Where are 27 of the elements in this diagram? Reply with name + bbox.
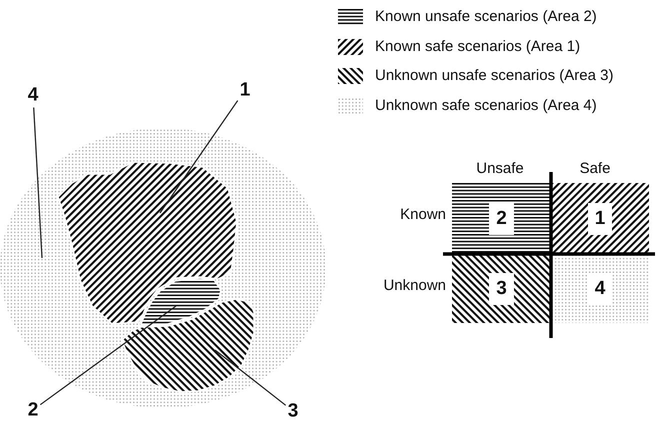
quadrant-number: 3 <box>489 272 514 304</box>
striped-quadrant <box>452 183 551 254</box>
horizontal-striped-region <box>140 277 222 327</box>
legend-label: Known safe scenarios (Area 1) <box>375 38 580 56</box>
callout-number: 4 <box>28 84 38 106</box>
legend-label: Unknown safe scenarios (Area 4) <box>375 97 597 116</box>
legend-label: Known unsafe scenarios (Area 2) <box>375 8 597 26</box>
row-header: Known <box>400 206 446 224</box>
row-header: Unknown <box>383 277 446 295</box>
callout-number: 2 <box>28 400 38 420</box>
column-header: Unsafe <box>476 160 524 178</box>
leader-line <box>214 350 286 406</box>
leader-line <box>40 306 176 406</box>
leader-line <box>160 100 238 214</box>
diagonal-hatched-region <box>57 161 238 325</box>
hatched-quadrant <box>452 254 551 323</box>
quadrant-number: 1 <box>588 202 612 234</box>
quadrant-number: 2 <box>489 202 514 234</box>
column-header: Safe <box>580 160 610 178</box>
leader-line <box>33 107 43 258</box>
diagonal-hatched-region <box>121 298 255 393</box>
quadrant-number: 4 <box>588 272 612 304</box>
hatched-quadrant <box>551 183 649 254</box>
callout-number: 3 <box>288 400 298 422</box>
legend-label: Unknown unsafe scenarios (Area 3) <box>375 67 614 86</box>
dotted-quadrant <box>551 254 649 323</box>
callout-number: 1 <box>240 80 250 100</box>
